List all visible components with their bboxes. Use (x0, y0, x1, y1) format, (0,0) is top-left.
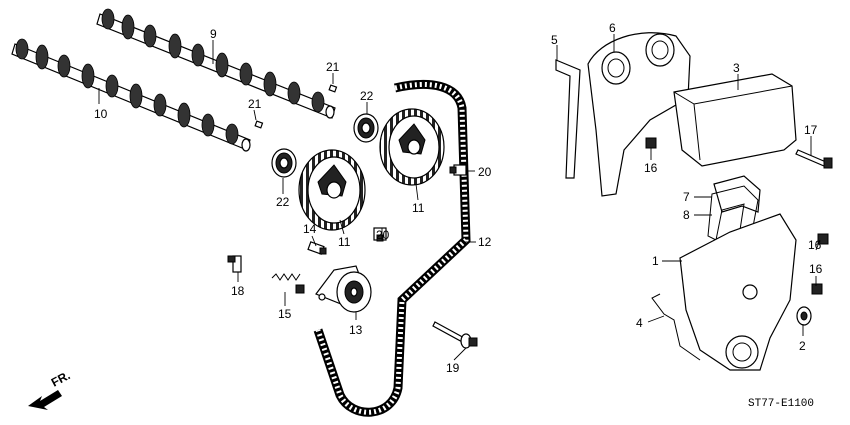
diagram-code: ST77-E1100 (748, 398, 814, 410)
label-21-upper: 21 (326, 60, 340, 74)
label-18: 18 (231, 284, 245, 298)
label-5: 5 (551, 33, 558, 47)
label-22-lower: 22 (276, 195, 290, 209)
label-10: 10 (94, 107, 108, 121)
leader-lines (98, 34, 821, 361)
back-cover-5 (555, 59, 581, 179)
upper-cover-3 (673, 73, 797, 167)
label-6: 6 (609, 21, 616, 35)
label-12: 12 (478, 235, 492, 249)
camshaft-upper (96, 8, 336, 119)
label-20-lower: 20 (376, 228, 390, 242)
bolt-14 (307, 241, 327, 255)
back-cover-6 (587, 32, 691, 197)
cam-pulley-right (379, 108, 445, 186)
bracket-4 (651, 293, 701, 361)
bolt-17 (795, 149, 833, 169)
oil-seal-upper (353, 113, 379, 143)
cover-plate-7 (713, 175, 761, 213)
bolt-19 (432, 321, 478, 349)
label-16-low: 16 (809, 262, 823, 276)
label-9: 9 (210, 27, 217, 41)
lower-cover-1 (679, 213, 797, 371)
woodruff-key-upper (328, 84, 338, 93)
label-1: 1 (652, 254, 659, 268)
label-11-right: 11 (412, 201, 425, 215)
label-2: 2 (799, 339, 806, 353)
woodruff-key-lower (254, 120, 264, 129)
label-7: 7 (683, 190, 690, 204)
spring-15 (271, 273, 305, 294)
front-direction-arrow (28, 390, 62, 410)
label-16-top: 16 (644, 161, 658, 175)
label-3: 3 (733, 61, 740, 75)
label-19: 19 (446, 361, 460, 375)
label-11-left: 11 (338, 235, 351, 249)
label-21-lower: 21 (248, 97, 262, 111)
label-22-upper: 22 (360, 89, 374, 103)
bolt-16-top (645, 137, 657, 149)
bolt-16-low (811, 283, 823, 295)
bolt-20-upper (449, 164, 467, 176)
washer-2 (796, 306, 812, 326)
timing-belt (313, 79, 471, 417)
label-20-upper: 20 (478, 165, 492, 179)
label-15: 15 (278, 307, 292, 321)
label-16-mid: 16 (808, 238, 822, 252)
belt-tensioner (315, 265, 372, 313)
label-17: 17 (804, 123, 818, 137)
gasket-8 (707, 185, 759, 241)
bolt-18 (227, 255, 242, 273)
bolt-20-lower (373, 227, 387, 242)
label-14: 14 (303, 222, 317, 236)
label-13: 13 (349, 323, 363, 337)
label-8: 8 (683, 208, 690, 222)
bolt-16-mid (817, 233, 829, 245)
front-direction-label: FR. (49, 368, 73, 389)
camshaft-lower (11, 38, 251, 152)
cam-pulley-left (298, 149, 366, 231)
label-4: 4 (636, 316, 643, 330)
oil-seal-lower (271, 148, 297, 178)
